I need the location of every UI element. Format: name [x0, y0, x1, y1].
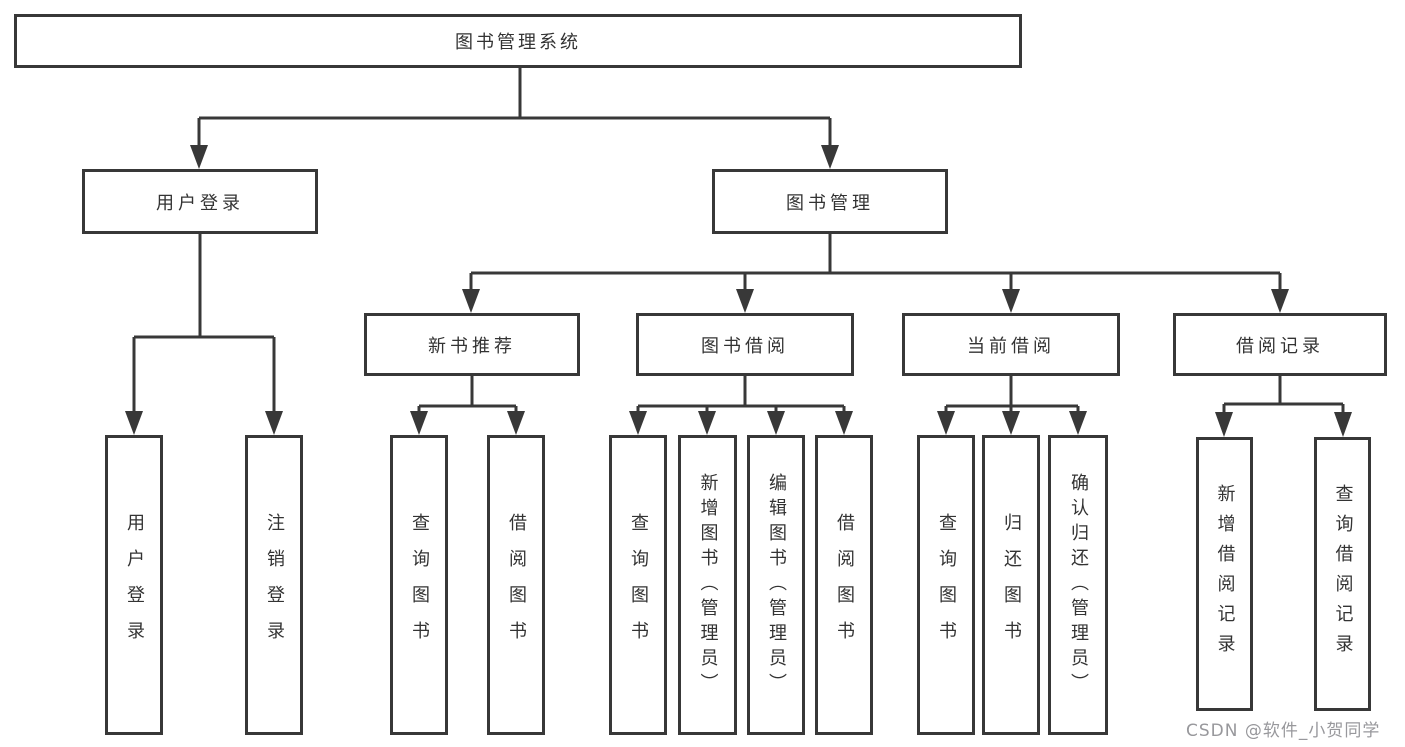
node-label: 图书借阅 — [701, 335, 789, 357]
connector-current-borrow-to-leaves — [944, 376, 1080, 412]
node-borrow-records: 借阅记录 — [1173, 313, 1387, 376]
leaf-query-books-2: 查询图书 — [609, 435, 667, 735]
connector-book-borrow-to-leaves — [636, 376, 846, 412]
leaf-logout: 注销登录 — [245, 435, 303, 735]
leaf-label: 新增图书（管理员） — [697, 472, 719, 698]
node-label: 当前借阅 — [967, 335, 1055, 357]
node-label: 用户登录 — [156, 192, 244, 214]
leaf-label: 借阅图书 — [506, 513, 527, 657]
leaf-label: 查询图书 — [936, 513, 957, 657]
arrowheads — [125, 145, 1352, 437]
leaf-label: 查询图书 — [409, 513, 430, 657]
node-user-login: 用户登录 — [82, 169, 318, 234]
node-label: 图书管理 — [786, 192, 874, 214]
node-book-borrowing: 图书借阅 — [636, 313, 854, 376]
leaf-label: 编辑图书（管理员） — [766, 472, 787, 698]
connector-borrow-records-to-leaves — [1222, 376, 1345, 413]
node-current-borrowing: 当前借阅 — [902, 313, 1120, 376]
leaf-borrow-books-2: 借阅图书 — [815, 435, 873, 735]
leaf-label: 确认归还（管理员） — [1068, 472, 1089, 698]
leaf-label: 用户登录 — [124, 513, 145, 657]
leaf-return-books: 归还图书 — [982, 435, 1040, 735]
leaf-label: 归还图书 — [1001, 513, 1022, 657]
node-root-system: 图书管理系统 — [14, 14, 1022, 68]
leaf-edit-books-admin: 编辑图书（管理员） — [747, 435, 805, 735]
leaf-label: 新增借阅记录 — [1214, 484, 1236, 664]
leaf-query-books-3: 查询图书 — [917, 435, 975, 735]
connector-root-to-level2 — [197, 68, 832, 146]
node-root-label: 图书管理系统 — [455, 32, 581, 53]
leaf-add-books-admin: 新增图书（管理员） — [678, 435, 737, 735]
leaf-label: 查询借阅记录 — [1332, 484, 1354, 664]
leaf-query-books-1: 查询图书 — [390, 435, 448, 735]
node-label: 借阅记录 — [1236, 335, 1324, 357]
leaf-label: 借阅图书 — [834, 513, 855, 657]
connector-book-mgmt-to-level3 — [469, 234, 1282, 290]
connector-user-login-to-leaves — [132, 234, 276, 412]
leaf-add-borrow-record: 新增借阅记录 — [1196, 437, 1253, 711]
leaf-query-borrow-record: 查询借阅记录 — [1314, 437, 1371, 711]
leaf-label: 注销登录 — [264, 513, 285, 657]
leaf-user-login: 用户登录 — [105, 435, 163, 735]
node-label: 新书推荐 — [428, 335, 516, 357]
watermark: CSDN @软件_小贺同学 — [1186, 721, 1381, 741]
leaf-label: 查询图书 — [628, 513, 649, 657]
leaf-borrow-books-1: 借阅图书 — [487, 435, 545, 735]
leaf-confirm-return-admin: 确认归还（管理员） — [1048, 435, 1108, 735]
node-book-management: 图书管理 — [712, 169, 948, 234]
connector-new-books-to-leaves — [417, 376, 518, 412]
node-new-book-recommend: 新书推荐 — [364, 313, 580, 376]
